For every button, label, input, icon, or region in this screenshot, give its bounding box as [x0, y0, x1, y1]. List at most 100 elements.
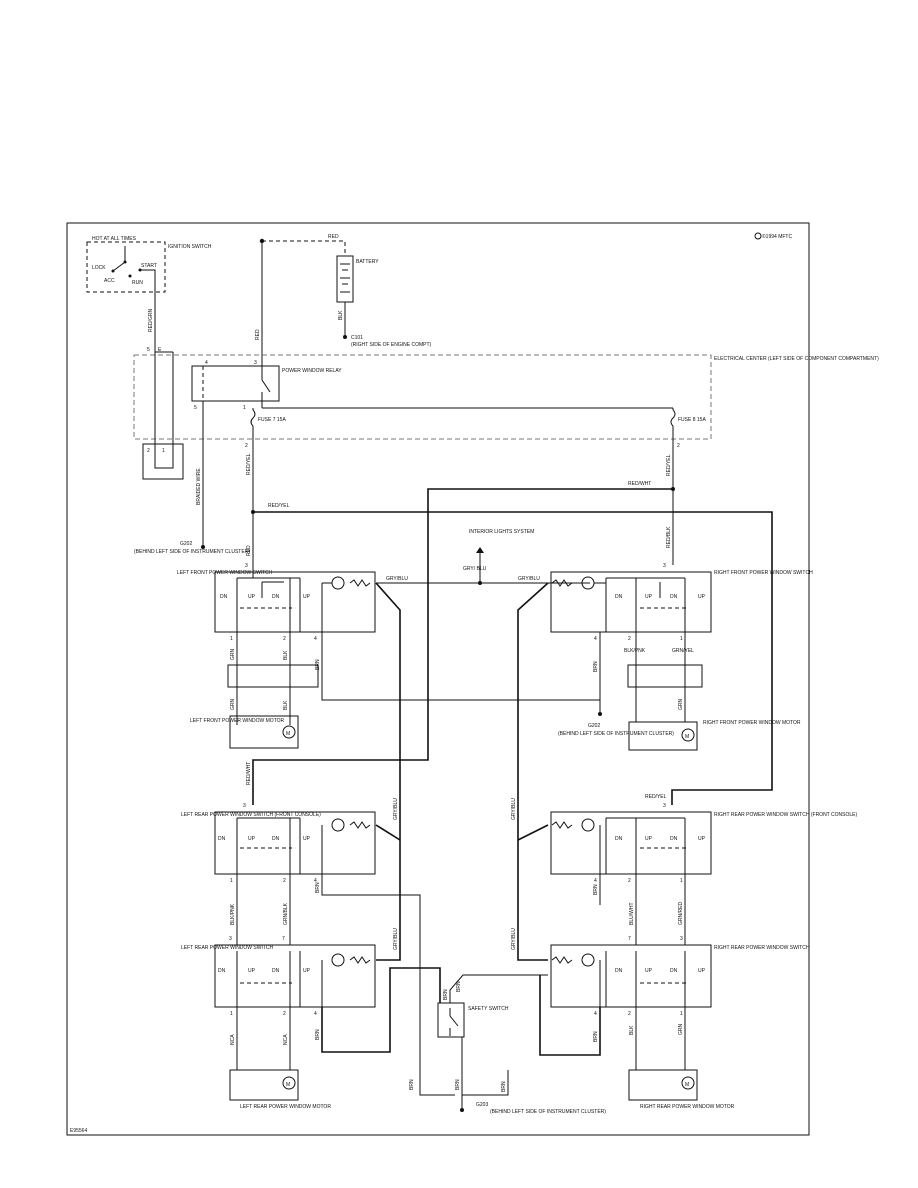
svg-text:RED/BLK: RED/BLK — [666, 526, 672, 548]
figure-id: E95564 — [70, 1128, 87, 1134]
battery: RED BATTERY BLK C101 (RIGHT SIDE OF ENGI… — [259, 234, 432, 348]
copyright: ©1994 MFTC — [762, 233, 792, 240]
svg-text:UP: UP — [698, 836, 706, 842]
svg-text:DN: DN — [670, 594, 678, 600]
svg-text:1: 1 — [680, 636, 683, 642]
power-window-relay — [191, 365, 280, 402]
svg-text:UP: UP — [645, 836, 653, 842]
svg-text:UP: UP — [248, 594, 256, 600]
svg-text:4: 4 — [314, 878, 317, 884]
svg-text:GRN/BLK: GRN/BLK — [283, 902, 289, 925]
svg-text:2: 2 — [245, 443, 248, 449]
svg-text:GRY/BLU: GRY/BLU — [518, 576, 540, 582]
ground-g202-icon — [201, 545, 205, 549]
left-rear-switch: LEFT REAR POWER WINDOW SWITCH 3 7 DN UP … — [181, 936, 376, 1017]
svg-text:DN: DN — [670, 836, 678, 842]
svg-text:POWER WINDOW RELAY: POWER WINDOW RELAY — [282, 368, 342, 374]
svg-text:(BEHIND LEFT SIDE OF INSTRUMEN: (BEHIND LEFT SIDE OF INSTRUMENT CLUSTER) — [558, 731, 674, 737]
svg-text:BRAIDED WIRE: BRAIDED WIRE — [196, 468, 202, 505]
svg-text:RED/YEL: RED/YEL — [268, 503, 290, 509]
svg-text:BRN: BRN — [501, 1081, 507, 1092]
svg-text:2: 2 — [628, 878, 631, 884]
svg-text:RED: RED — [255, 329, 261, 340]
svg-text:BRN: BRN — [443, 989, 449, 1000]
svg-text:BRN: BRN — [315, 882, 321, 893]
svg-text:M: M — [685, 734, 689, 740]
svg-text:(RIGHT SIDE OF ENGINE COMPT): (RIGHT SIDE OF ENGINE COMPT) — [351, 342, 432, 348]
left-front-motor: M LEFT FRONT POWER WINDOW MOTOR — [190, 715, 299, 749]
svg-text:BRN: BRN — [315, 1029, 321, 1040]
electrical-center: ELECTRICAL CENTER (LEFT SIDE OF COMPONEN… — [133, 347, 879, 565]
svg-text:1: 1 — [680, 878, 683, 884]
svg-text:2: 2 — [283, 636, 286, 642]
diagram-frame — [66, 222, 810, 1136]
svg-text:UP: UP — [303, 836, 311, 842]
right-front-switch: RIGHT FRONT POWER WINDOW SWITCH 3 DN UP … — [550, 563, 813, 710]
svg-text:BLK: BLK — [283, 700, 289, 710]
copyright-mark-icon — [754, 232, 762, 240]
svg-text:G202: G202 — [588, 723, 600, 729]
svg-text:UP: UP — [303, 594, 311, 600]
svg-text:RIGHT FRONT POWER WINDOW MOTOR: RIGHT FRONT POWER WINDOW MOTOR — [703, 720, 801, 726]
right-rear-switch: RIGHT REAR POWER WINDOW SWITCH 7 3 DN UP… — [550, 936, 810, 1017]
svg-text:RED: RED — [328, 234, 339, 240]
svg-text:1: 1 — [243, 405, 246, 411]
hot-at-all-times-label: HOT AT ALL TIMES — [92, 236, 137, 242]
svg-text:5: 5 — [147, 347, 150, 353]
lr-motor-icon — [282, 1076, 296, 1090]
svg-text:3: 3 — [663, 563, 666, 569]
svg-text:INTERIOR LIGHTS SYSTEM: INTERIOR LIGHTS SYSTEM — [469, 529, 534, 535]
svg-text:1: 1 — [230, 636, 233, 642]
svg-text:DN: DN — [220, 594, 228, 600]
svg-text:SAFETY SWITCH: SAFETY SWITCH — [468, 1006, 509, 1012]
svg-text:NCA: NCA — [283, 1034, 289, 1045]
ground-g203-icon — [460, 1108, 464, 1112]
fuse-7-icon — [250, 409, 256, 427]
svg-text:4: 4 — [594, 1011, 597, 1017]
svg-text:LOCK: LOCK — [92, 265, 106, 271]
svg-text:M: M — [685, 1082, 689, 1088]
svg-text:3: 3 — [245, 563, 248, 569]
svg-text:BRN: BRN — [455, 1079, 461, 1090]
svg-text:C101: C101 — [351, 335, 363, 341]
rr-switch-led-icon — [581, 953, 595, 967]
svg-text:RED/YEL: RED/YEL — [666, 454, 672, 476]
svg-text:RED/YEL: RED/YEL — [645, 794, 667, 800]
svg-text:GRY/ BLU: GRY/ BLU — [463, 566, 487, 572]
svg-text:RED/GRN: RED/GRN — [148, 309, 154, 332]
svg-text:M: M — [286, 731, 290, 737]
svg-text:1: 1 — [162, 448, 165, 454]
connector-block — [142, 443, 184, 480]
svg-text:RIGHT REAR POWER WINDOW MOTOR: RIGHT REAR POWER WINDOW MOTOR — [640, 1104, 735, 1110]
svg-text:UP: UP — [248, 836, 256, 842]
svg-text:RUN: RUN — [132, 280, 143, 286]
svg-text:DN: DN — [615, 836, 623, 842]
svg-text:DN: DN — [218, 836, 226, 842]
svg-text:RIGHT REAR POWER WINDOW SWITCH: RIGHT REAR POWER WINDOW SWITCH (FRONT CO… — [714, 812, 857, 818]
svg-text:START: START — [141, 263, 157, 269]
rf-motor-icon — [681, 728, 695, 742]
svg-text:4: 4 — [205, 360, 208, 366]
svg-text:GRN: GRN — [230, 699, 236, 711]
svg-text:DN: DN — [670, 968, 678, 974]
svg-text:BLK: BLK — [629, 1025, 635, 1035]
svg-text:ACC: ACC — [104, 278, 115, 284]
svg-text:3: 3 — [254, 360, 257, 366]
svg-text:GRN/RED: GRN/RED — [678, 902, 684, 925]
rf-connector — [627, 664, 703, 688]
svg-text:GRY/BLU: GRY/BLU — [511, 798, 517, 820]
svg-text:RED/WHT: RED/WHT — [246, 762, 252, 785]
svg-text:DN: DN — [615, 968, 623, 974]
svg-text:5: 5 — [194, 405, 197, 411]
svg-text:FUSE 8 15A: FUSE 8 15A — [678, 417, 706, 423]
svg-text:2: 2 — [147, 448, 150, 454]
svg-text:BLU/WHT: BLU/WHT — [629, 903, 635, 926]
ignition-switch: HOT AT ALL TIMES IGNITION SWITCH LOCK AC… — [86, 236, 212, 352]
svg-text:1: 1 — [680, 1011, 683, 1017]
lr-switch-led-icon — [331, 953, 345, 967]
svg-text:M: M — [286, 1082, 290, 1088]
right-front-motor: M RIGHT FRONT POWER WINDOW MOTOR — [628, 720, 801, 751]
svg-text:LEFT FRONT POWER WINDOW SWITCH: LEFT FRONT POWER WINDOW SWITCH — [177, 570, 273, 576]
svg-text:GRN: GRN — [678, 699, 684, 711]
